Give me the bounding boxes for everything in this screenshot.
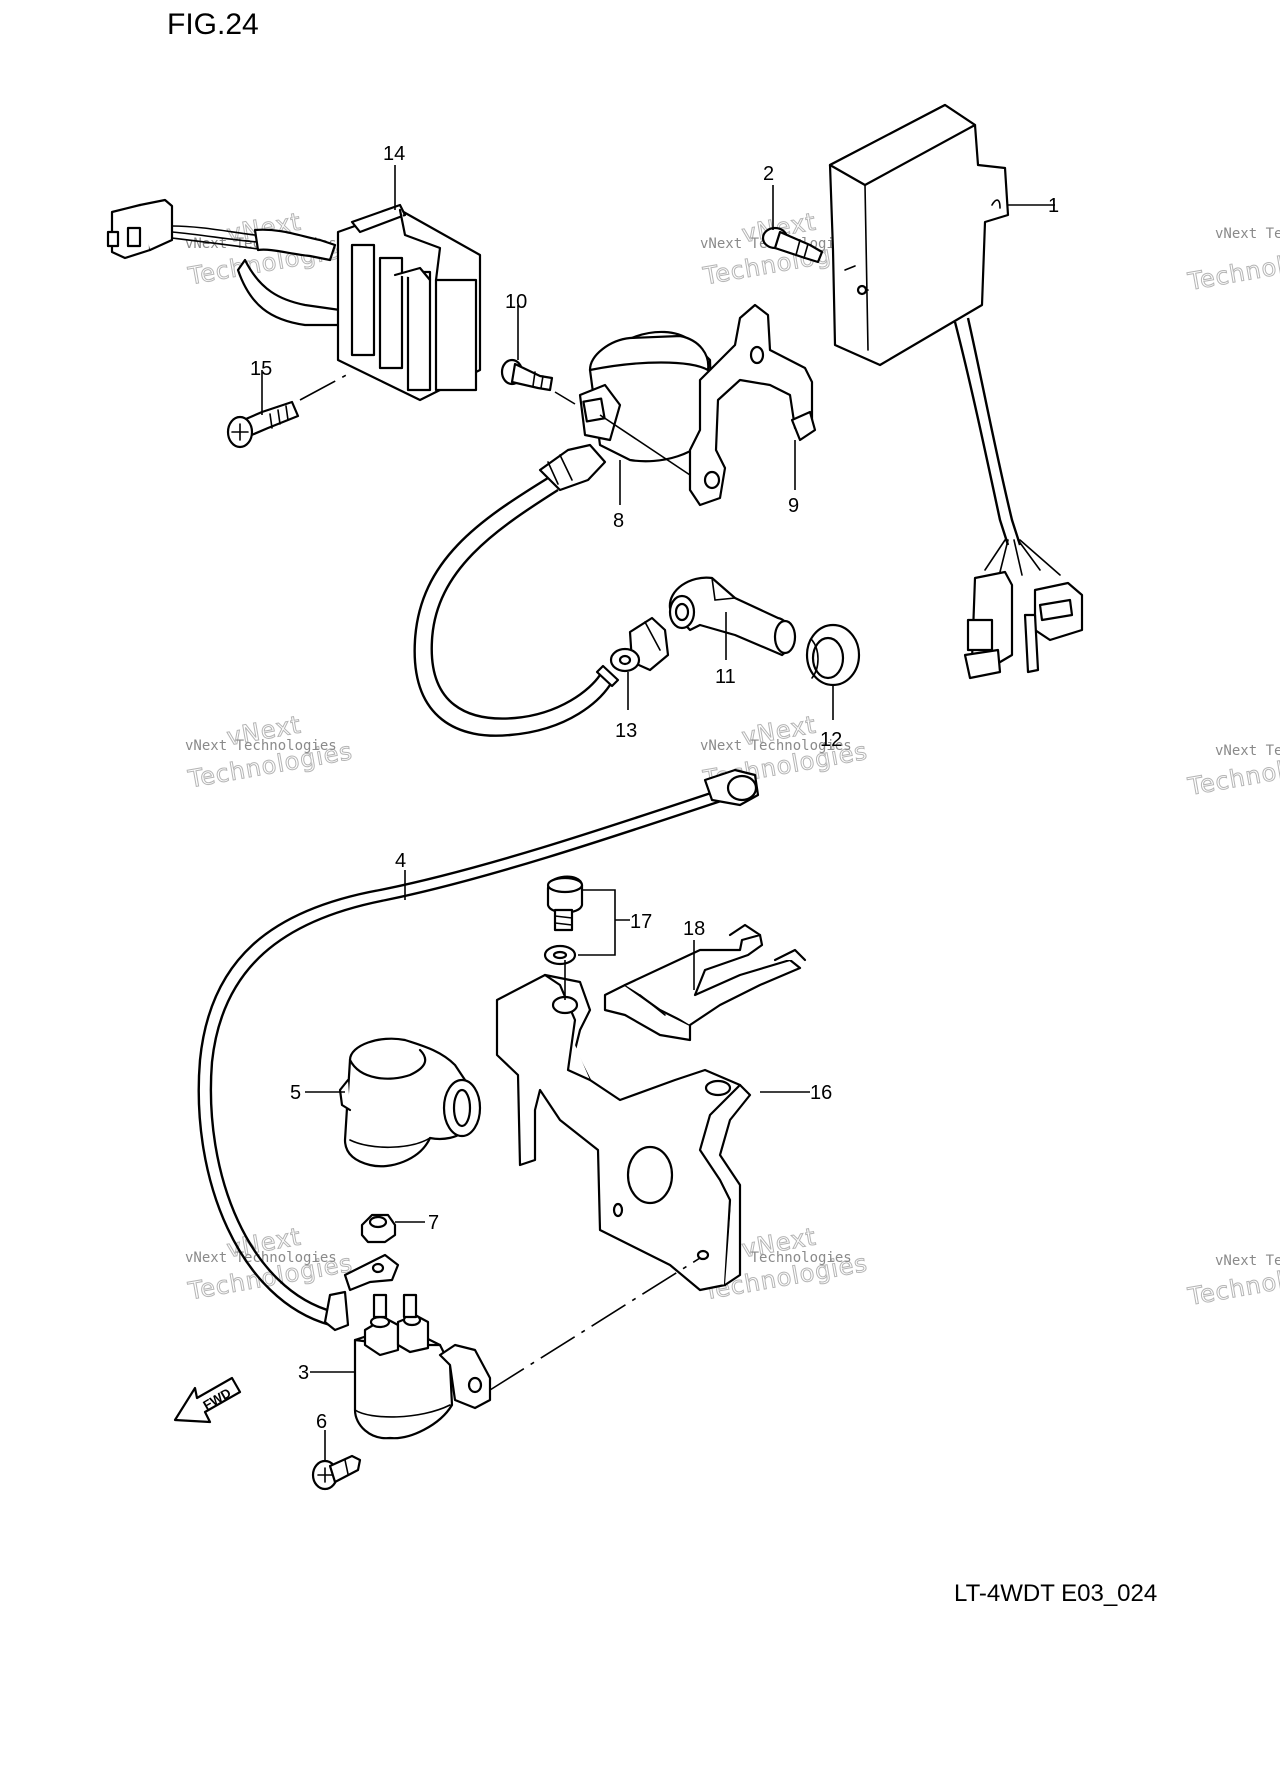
- part-15-bolt[interactable]: [226, 400, 300, 449]
- callout-3[interactable]: 3: [298, 1362, 309, 1384]
- part-16-bracket[interactable]: [495, 973, 752, 1292]
- part-2-screw[interactable]: [761, 226, 824, 264]
- leader-line: [489, 1257, 701, 1391]
- part-9-bracket[interactable]: [688, 303, 817, 507]
- callout-11[interactable]: 11: [715, 666, 736, 688]
- leader-line: [578, 889, 630, 956]
- part-17-bolt-washer[interactable]: [543, 875, 584, 966]
- part-1-cdi-unit[interactable]: [828, 103, 1084, 680]
- callout-6[interactable]: 6: [316, 1411, 327, 1433]
- leader-line: [599, 414, 691, 476]
- part-6-bolt[interactable]: [311, 1454, 362, 1491]
- part-12-seal[interactable]: [805, 623, 861, 687]
- watermark-text: Technologies: [1185, 239, 1280, 296]
- callout-17[interactable]: 17: [630, 911, 652, 933]
- watermark-text: vNext Technologies: [1215, 226, 1280, 242]
- watermark-text: vNext Technologies: [185, 738, 337, 754]
- part-18-clamp[interactable]: [603, 923, 807, 1042]
- part-8-cable-end: [595, 664, 620, 688]
- callout-9[interactable]: 9: [788, 495, 799, 517]
- forward-arrow-icon: FWD: [173, 1376, 242, 1424]
- part-13-cap[interactable]: [609, 616, 670, 673]
- callout-16[interactable]: 16: [810, 1082, 832, 1104]
- part-8-cable: [430, 488, 601, 720]
- callout-13[interactable]: 13: [615, 720, 637, 742]
- leader-line: [299, 371, 353, 401]
- leader-line: [554, 391, 576, 405]
- watermark-text: vNext Technologies: [1215, 743, 1280, 759]
- part-5-cap[interactable]: [338, 1037, 482, 1168]
- callout-2[interactable]: 2: [763, 163, 774, 185]
- figure-title: FIG.24: [167, 8, 259, 41]
- part-7-nut[interactable]: [360, 1213, 397, 1244]
- watermark-text: vNext Technologies: [700, 738, 852, 754]
- callout-8[interactable]: 8: [613, 510, 624, 532]
- part-8-cable: [413, 476, 611, 737]
- callout-7[interactable]: 7: [428, 1212, 439, 1234]
- part-4-cable[interactable]: [197, 788, 721, 1327]
- callout-18[interactable]: 18: [683, 918, 705, 940]
- part-11-plug-cap[interactable]: [668, 576, 797, 657]
- callout-1[interactable]: 1: [1048, 195, 1059, 217]
- callout-15[interactable]: 15: [250, 358, 272, 380]
- callout-4[interactable]: 4: [395, 850, 406, 872]
- callout-10[interactable]: 10: [505, 291, 527, 313]
- part-8-ignition-coil[interactable]: [538, 330, 714, 492]
- part-4-cable-ends: [323, 768, 760, 1332]
- callout-12[interactable]: 12: [820, 729, 842, 751]
- watermark-text: vNext Technologies: [1215, 1253, 1280, 1269]
- part-4-cable[interactable]: [209, 798, 725, 1314]
- figure-code: LT-4WDT E03_024: [954, 1580, 1158, 1607]
- part-10-bolt[interactable]: [500, 358, 554, 392]
- part-14-regulator[interactable]: [106, 198, 482, 402]
- part-3-starter-relay[interactable]: [353, 1293, 492, 1440]
- callout-14[interactable]: 14: [383, 143, 405, 165]
- callout-5[interactable]: 5: [290, 1082, 301, 1104]
